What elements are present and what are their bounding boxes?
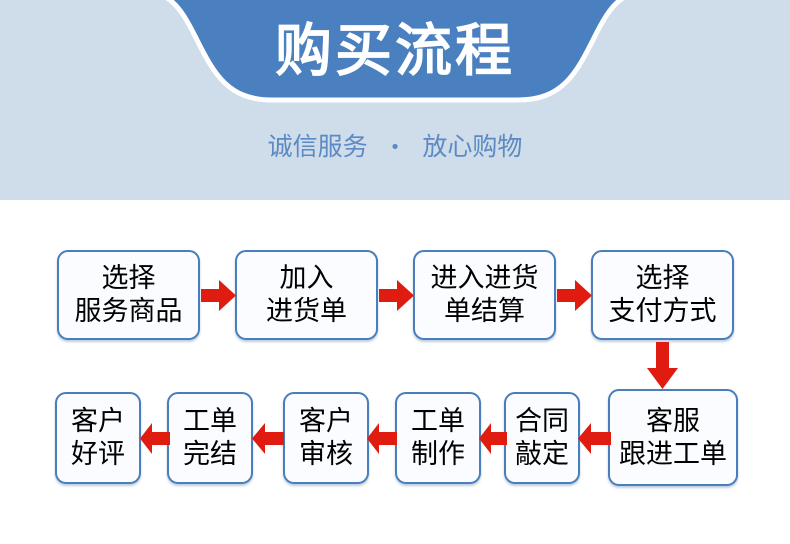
flow-node-customer-positive-review[interactable]: 客户 好评 <box>55 392 141 484</box>
subtitle-right-text: 放心购物 <box>422 132 523 161</box>
flow-node-line1: 选择 <box>635 263 690 294</box>
subtitle-left-text: 诚信服务 <box>267 132 368 161</box>
flow-arrow-right-2 <box>379 280 414 311</box>
page-title: 购买流程 <box>275 18 515 84</box>
flow-node-support-followup-work-order[interactable]: 客服 跟进工单 <box>608 389 738 486</box>
flow-node-line2: 单结算 <box>444 296 525 327</box>
flow-node-line2: 跟进工单 <box>619 438 727 470</box>
flow-node-work-order-creation[interactable]: 工单 制作 <box>395 392 481 484</box>
flow-node-line2: 服务商品 <box>74 296 183 327</box>
flow-node-line1: 客服 <box>646 405 700 437</box>
flow-node-line1: 工单 <box>183 406 237 437</box>
banner-subtitle: 诚信服务 • 放心购物 <box>0 130 790 165</box>
flow-node-line1: 工单 <box>411 406 465 437</box>
flow-node-line2: 完结 <box>183 439 237 470</box>
flow-arrow-left-1 <box>140 423 170 454</box>
banner-curve-shape <box>165 0 625 103</box>
flow-node-line2: 支付方式 <box>608 296 717 327</box>
flow-node-line2: 好评 <box>71 439 125 470</box>
page-header-banner: 购买流程 诚信服务 • 放心购物 <box>0 0 790 200</box>
flow-node-select-payment-method[interactable]: 选择 支付方式 <box>591 250 734 340</box>
flow-node-line2: 进货单 <box>266 296 347 327</box>
flow-arrow-left-4 <box>479 423 507 454</box>
flow-node-contract-finalized[interactable]: 合同 敲定 <box>504 392 580 484</box>
flow-node-line1: 合同 <box>515 406 569 437</box>
flow-node-line1: 客户 <box>299 406 353 437</box>
flow-node-select-service-product[interactable]: 选择 服务商品 <box>57 250 200 340</box>
flow-node-line1: 加入 <box>279 263 334 294</box>
flow-arrow-left-3 <box>367 423 397 454</box>
flow-node-line2: 审核 <box>299 439 353 470</box>
flow-node-line1: 客户 <box>71 406 125 437</box>
flow-arrow-down-connector <box>647 342 678 389</box>
flow-arrow-right-1 <box>201 280 236 311</box>
purchase-flow-diagram: 选择 服务商品 加入 进货单 进入进货 单结算 选择 支付方式 客户 好评 工单… <box>0 200 790 544</box>
flow-arrow-right-3 <box>557 280 592 311</box>
flow-node-enter-order-settlement[interactable]: 进入进货 单结算 <box>413 250 556 340</box>
flow-node-add-to-purchase-order[interactable]: 加入 进货单 <box>235 250 378 340</box>
flow-node-line2: 敲定 <box>515 439 569 470</box>
flow-node-work-order-closed[interactable]: 工单 完结 <box>167 392 253 484</box>
flow-node-line1: 进入进货 <box>430 263 539 294</box>
subtitle-bullet-icon: • <box>389 137 401 158</box>
flow-node-line2: 制作 <box>411 439 465 470</box>
flow-arrow-left-5 <box>578 423 611 454</box>
flow-arrow-left-2 <box>252 423 284 454</box>
flow-node-customer-review[interactable]: 客户 审核 <box>283 392 369 484</box>
flow-node-line1: 选择 <box>101 263 156 294</box>
